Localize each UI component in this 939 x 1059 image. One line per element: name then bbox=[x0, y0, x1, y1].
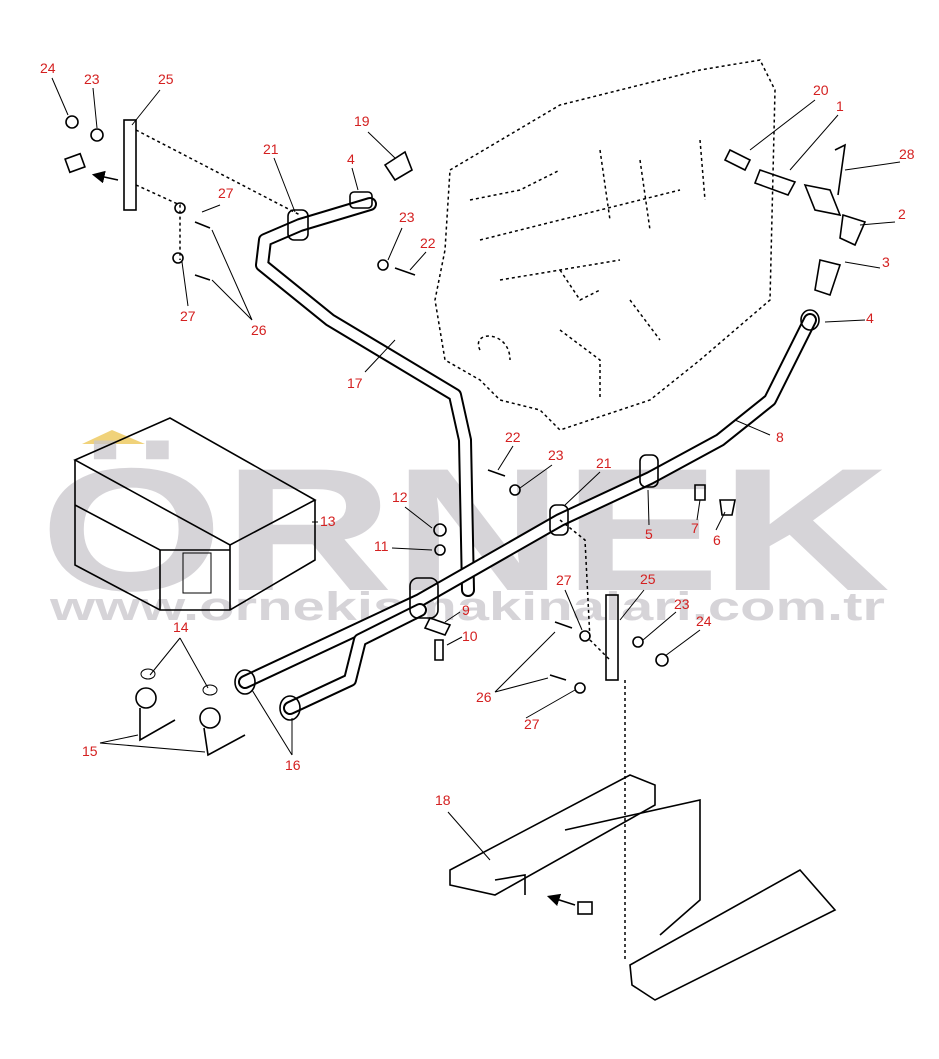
bracket-25-upper bbox=[64, 115, 416, 281]
callout-27: 27 bbox=[218, 185, 234, 201]
callout-3: 3 bbox=[882, 254, 890, 270]
callout-20: 20 bbox=[813, 82, 829, 98]
callout-23: 23 bbox=[548, 447, 564, 463]
callout-27: 27 bbox=[556, 572, 572, 588]
callout-24: 24 bbox=[696, 613, 712, 629]
callout-23: 23 bbox=[674, 596, 690, 612]
callout-11: 11 bbox=[374, 538, 389, 554]
callout-28: 28 bbox=[899, 146, 915, 162]
callout-15: 15 bbox=[82, 743, 98, 759]
callout-2: 2 bbox=[898, 206, 906, 222]
leader-lines bbox=[51, 77, 901, 861]
callout-26: 26 bbox=[251, 322, 267, 338]
callout-5: 5 bbox=[645, 526, 653, 542]
clamps bbox=[234, 143, 867, 721]
callouts: 24 23 25 21 4 19 20 1 28 2 3 4 27 23 22 … bbox=[40, 60, 915, 808]
callout-25: 25 bbox=[158, 71, 174, 87]
callout-14: 14 bbox=[173, 619, 189, 635]
callout-23: 23 bbox=[84, 71, 100, 87]
callout-24: 24 bbox=[40, 60, 56, 76]
pipe-return bbox=[283, 603, 427, 715]
bracket-25-lower bbox=[487, 469, 669, 960]
callout-4: 4 bbox=[866, 310, 874, 326]
callout-22: 22 bbox=[420, 235, 436, 251]
elbows-15 bbox=[135, 668, 246, 757]
callout-18: 18 bbox=[435, 792, 451, 808]
tank-13 bbox=[73, 417, 317, 611]
callout-17: 17 bbox=[347, 375, 363, 391]
callout-23: 23 bbox=[399, 209, 415, 225]
callout-27: 27 bbox=[180, 308, 196, 324]
callout-7: 7 bbox=[691, 520, 699, 536]
pipe-8 bbox=[238, 313, 817, 689]
pipe-17 bbox=[255, 197, 475, 597]
engine-block-outline bbox=[434, 59, 776, 431]
callout-9: 9 bbox=[462, 602, 470, 618]
callout-27: 27 bbox=[524, 716, 540, 732]
callout-19: 19 bbox=[354, 113, 370, 129]
callout-10: 10 bbox=[462, 628, 478, 644]
callout-6: 6 bbox=[713, 532, 721, 548]
callout-16: 16 bbox=[285, 757, 301, 773]
callout-22: 22 bbox=[505, 429, 521, 445]
callout-13: 13 bbox=[320, 513, 336, 529]
callout-25: 25 bbox=[640, 571, 656, 587]
watermark-accent bbox=[82, 430, 145, 444]
callout-4: 4 bbox=[347, 151, 355, 167]
callout-21: 21 bbox=[596, 455, 612, 471]
frame-18 bbox=[449, 774, 837, 1001]
callout-1: 1 bbox=[836, 98, 844, 114]
callout-26: 26 bbox=[476, 689, 492, 705]
callout-8: 8 bbox=[776, 429, 784, 445]
callout-21: 21 bbox=[263, 141, 279, 157]
callout-12: 12 bbox=[392, 489, 408, 505]
